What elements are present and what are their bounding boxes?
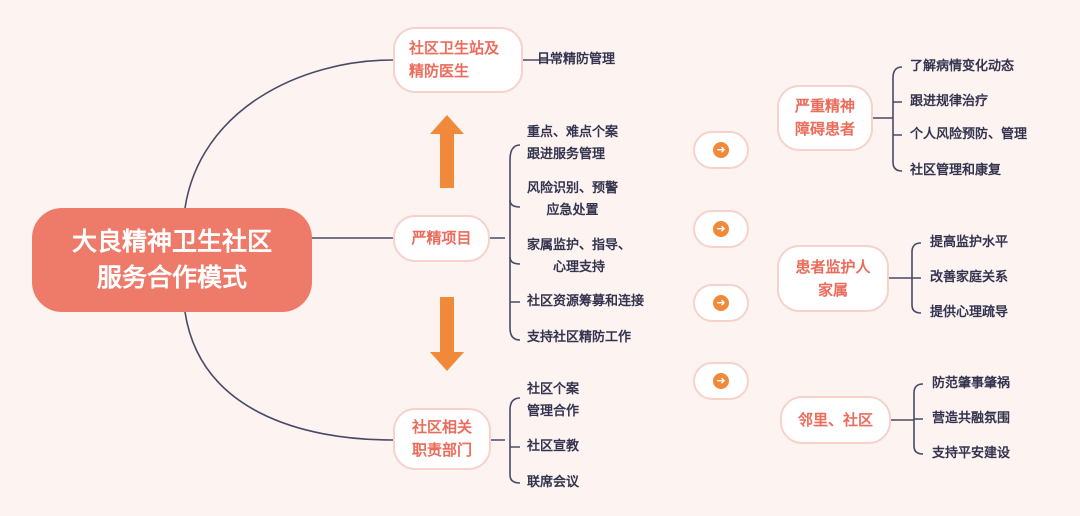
central-node: 大良精神卫生社区 服务合作模式 <box>32 208 312 312</box>
leaf-item: 支持社区精防工作 <box>527 330 632 345</box>
leaf-item: 社区个案管理合作 <box>527 382 580 419</box>
central-title-line1: 大良精神卫生社区 <box>71 227 272 256</box>
node-label: 严精项目 <box>411 229 472 247</box>
leaf-item: 支持平安建设 <box>932 446 1011 461</box>
arrow-right-icon: ➜ <box>713 295 729 311</box>
node-label: 家属 <box>817 280 848 299</box>
bracket-projects <box>489 144 521 341</box>
central-title-line2: 服务合作模式 <box>96 263 247 292</box>
leaf-item: 风险识别、预警应急处置 <box>527 181 619 218</box>
bracket-ticks <box>509 199 521 303</box>
node-guardians: 患者监护人 家属 <box>777 245 889 312</box>
arrow-right-icon: ➜ <box>713 142 729 158</box>
arrow-button[interactable]: ➜ <box>693 210 749 248</box>
bracket-departments <box>491 397 521 484</box>
leaf-item: 营造共融氛围 <box>932 411 1011 426</box>
arrow-down-icon <box>430 297 464 371</box>
node-label: 精防医生 <box>409 62 470 80</box>
leaf-item: 防范肇事肇祸 <box>932 376 1011 391</box>
leaf-item: 联席会议 <box>527 475 580 490</box>
node-departments: 社区相关 职责部门 <box>393 408 491 470</box>
node-label: 患者监护人 <box>795 257 871 276</box>
bracket-guardians <box>888 242 922 314</box>
arrow-right-icon: ➜ <box>713 373 729 389</box>
leaf-item: 重点、难点个案跟进服务管理 <box>527 125 619 162</box>
bracket-neighbors <box>891 383 924 455</box>
node-label: 障碍患者 <box>794 120 855 138</box>
node-neighbors: 邻里、社区 <box>780 396 891 444</box>
leaf-item: 社区管理和康复 <box>910 163 1002 178</box>
leaf-item: 改善家庭关系 <box>930 270 1009 285</box>
node-community-health-station: 社区卫生站及 精防医生 <box>393 27 523 93</box>
leaf-item: 跟进规律治疗 <box>910 94 989 109</box>
leaf-item: 社区宣教 <box>527 439 580 454</box>
node-label: 职责部门 <box>411 441 472 459</box>
leaf-item: 了解病情变化动态 <box>910 59 1015 74</box>
arrow-button[interactable]: ➜ <box>693 362 749 400</box>
bracket-patients <box>872 66 903 172</box>
arrow-right-icon: ➜ <box>713 221 729 237</box>
node-project: 严精项目 <box>393 215 490 262</box>
node-patients: 严重精神 障碍患者 <box>777 85 873 151</box>
node-label: 严重精神 <box>794 97 855 115</box>
leaf-item: 家属监护、指导、心理支持 <box>527 238 632 275</box>
arrow-button[interactable]: ➜ <box>693 284 749 322</box>
arrow-up-icon <box>430 115 464 188</box>
connector-top <box>184 59 394 209</box>
leaf-item: 日常精防管理 <box>537 52 616 67</box>
node-label: 邻里、社区 <box>797 410 873 429</box>
connector-bottom <box>184 311 394 441</box>
leaf-item: 个人风险预防、管理 <box>910 127 1028 142</box>
arrow-button[interactable]: ➜ <box>693 131 749 169</box>
leaf-item: 社区资源筹募和连接 <box>527 294 645 309</box>
leaf-item: 提高监护水平 <box>930 235 1009 250</box>
leaf-item: 提供心理疏导 <box>930 305 1009 320</box>
node-label: 社区卫生站及 <box>409 39 500 57</box>
node-label: 社区相关 <box>411 418 472 436</box>
